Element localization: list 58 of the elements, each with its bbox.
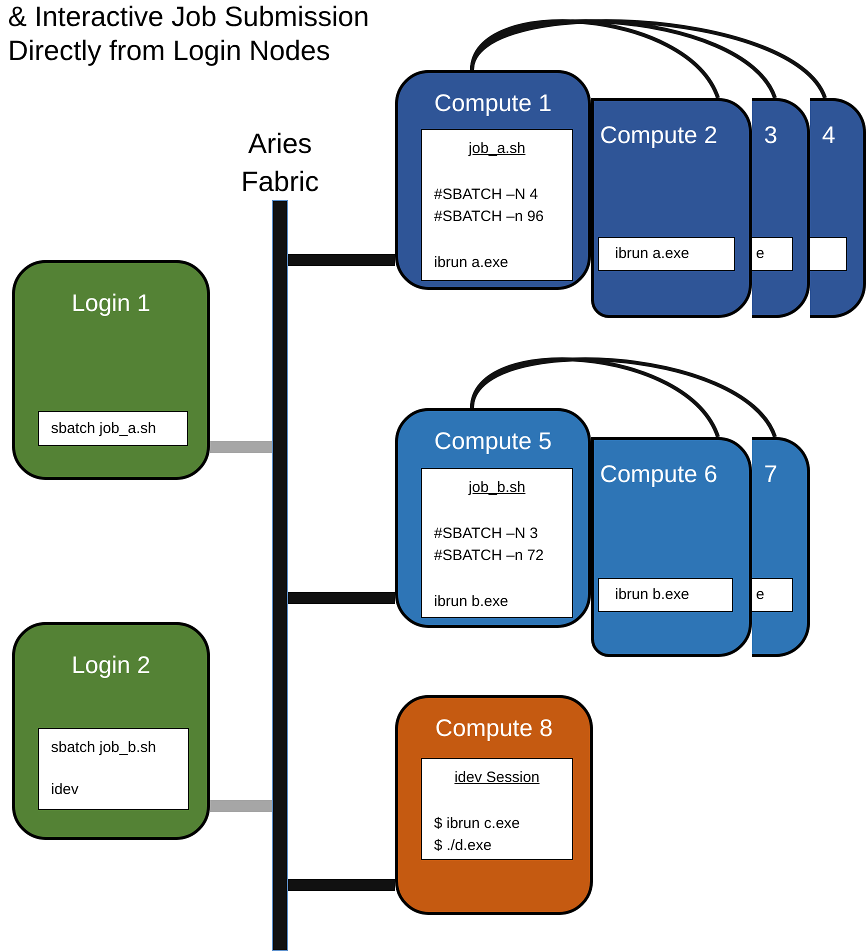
script-panel [421, 129, 573, 281]
script-panel [421, 468, 573, 618]
script-line: #SBATCH –N 4 [434, 185, 538, 205]
script-panel [752, 578, 793, 612]
login-node-card [12, 260, 210, 480]
bus-connector [288, 592, 395, 604]
compute-node-card [591, 98, 752, 318]
compute-node-card [395, 695, 593, 915]
script-line: e [756, 585, 764, 605]
script-line: #SBATCH –n 96 [434, 207, 544, 227]
script-panel [598, 237, 735, 271]
node-title: 7 [764, 460, 778, 490]
node-title: Login 1 [72, 289, 150, 319]
compute-node-card [752, 437, 810, 657]
bus-connector [210, 441, 272, 453]
node-title: Compute 2 [600, 121, 718, 151]
script-panel [38, 728, 189, 810]
script-line: idev Session [454, 768, 540, 788]
script-panel [752, 237, 793, 271]
script-line: #SBATCH –n 72 [434, 546, 544, 566]
script-line: ibrun b.exe [434, 592, 508, 612]
script-panel [38, 411, 188, 446]
node-title: 3 [764, 121, 778, 151]
script-line: job_a.sh [468, 139, 526, 159]
script-line: sbatch job_b.sh [51, 738, 156, 758]
title-text: & Interactive Job Submission Directly from Login Nodes [8, 0, 370, 68]
script-line: $ ibrun c.exe [434, 814, 520, 834]
script-line: ibrun a.exe [615, 244, 690, 264]
link-cable [470, 357, 720, 438]
compute-node-card [591, 437, 752, 657]
script-panel [421, 758, 573, 860]
bus-connector [288, 254, 395, 266]
login-node-card [12, 622, 210, 840]
script-line: e [756, 244, 764, 264]
script-panel [810, 237, 847, 271]
compute-node-card [752, 98, 810, 318]
script-panel [598, 578, 733, 612]
script-line: idev [51, 780, 79, 800]
node-title: Compute 8 [435, 714, 553, 744]
link-cable [470, 357, 777, 438]
script-line: job_b.sh [468, 478, 526, 498]
node-title: 4 [822, 121, 836, 151]
bus-label: Aries Fabric [240, 127, 320, 199]
node-title: Compute 6 [600, 460, 718, 490]
script-line: sbatch job_a.sh [51, 418, 156, 438]
script-line: $ ./d.exe [434, 836, 492, 856]
compute-node-card [395, 408, 591, 628]
link-cable [470, 19, 720, 99]
script-line: ibrun a.exe [434, 253, 508, 273]
compute-node-card [395, 70, 591, 290]
script-line: #SBATCH –N 3 [434, 524, 538, 544]
node-title: Login 2 [72, 651, 150, 681]
node-title: Compute 5 [434, 427, 552, 457]
script-line: ibrun b.exe [615, 585, 690, 605]
bus-connector [210, 800, 272, 812]
compute-node-card [810, 98, 866, 318]
node-title: Compute 1 [434, 89, 552, 119]
bus-connector [288, 879, 395, 891]
